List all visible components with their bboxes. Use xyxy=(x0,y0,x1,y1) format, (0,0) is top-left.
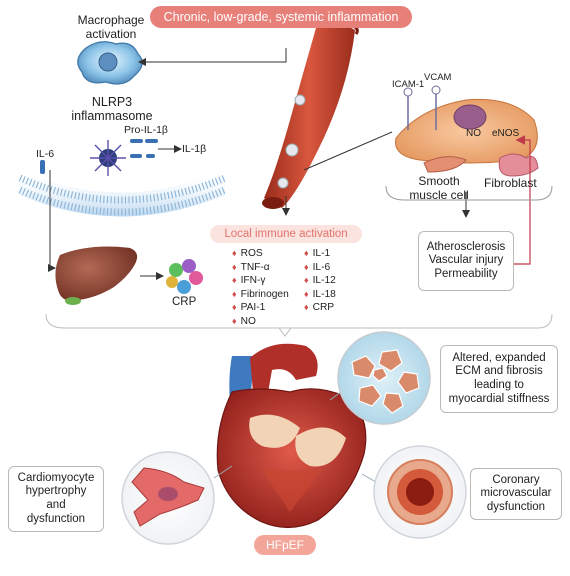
vascular-line3: Permeability xyxy=(434,267,498,280)
coronary-magnifier-illustration xyxy=(361,445,467,539)
mediator-item: NO xyxy=(232,315,289,329)
mediator-item: PAI-1 xyxy=(232,301,289,315)
ecm-line2: ECM and fibrosis xyxy=(455,365,543,378)
mediators-list-right: IL-1 IL-6 IL-12 IL-18 CRP xyxy=(304,247,336,315)
endothelial-cell-illustration xyxy=(395,85,539,177)
vascular-line1: Atherosclerosis xyxy=(426,240,506,253)
icam-label: ICAM-1 xyxy=(392,79,425,90)
cardio-line2: hypertrophy xyxy=(25,485,87,498)
enos-label: eNOS xyxy=(492,128,520,139)
smooth-muscle-cell-label: Smooth muscle cell xyxy=(402,174,476,203)
mediator-item: Fibrinogen xyxy=(232,288,289,302)
bracket-point-systemic xyxy=(278,327,292,337)
smooth-muscle-line1: Smooth xyxy=(418,174,460,188)
systemic-inflammation-title: Chronic, low-grade, systemic inflammatio… xyxy=(150,6,412,28)
smooth-muscle-line2: muscle cell xyxy=(409,187,469,202)
ecm-line3: leading to xyxy=(474,379,524,391)
vcam-label: VCAM xyxy=(424,72,452,83)
arrow-il6-to-liver xyxy=(48,170,56,272)
mediator-item: IL-12 xyxy=(304,274,336,288)
cell-membrane-illustration xyxy=(18,170,227,217)
vascular-line2: Vascular injury xyxy=(428,254,504,267)
blood-vessel-illustration xyxy=(262,20,359,209)
il6-label: IL-6 xyxy=(36,148,55,160)
inflammasome-illustration xyxy=(40,139,158,176)
no-label: NO xyxy=(466,128,481,139)
hfpef-label: HFpEF xyxy=(254,535,316,555)
cardio-line3: and xyxy=(46,499,66,511)
cardio-line4: dysfunction xyxy=(26,512,86,525)
heart-illustration xyxy=(216,343,367,529)
coronary-line3: dysfunction xyxy=(486,500,546,513)
local-immune-activation-label: Local immune activation xyxy=(210,225,362,243)
il1b-label: IL-1β xyxy=(182,143,207,155)
coronary-line2: microvascular xyxy=(480,487,552,500)
crp-molecule-illustration xyxy=(166,259,203,294)
nlrp3-inflammasome-label: NLRP3 inflammasome xyxy=(62,95,162,124)
nlrp3-label-line1: NLRP3 xyxy=(91,95,133,109)
mediator-item: IFN-γ xyxy=(232,274,289,288)
ecm-fibrosis-box: Altered, expanded ECM and fibrosis leadi… xyxy=(440,345,558,413)
mediator-item: IL-6 xyxy=(304,261,336,275)
mediator-item: CRP xyxy=(304,301,336,315)
arrow-vessel-to-endothelium xyxy=(303,131,393,171)
ecm-line1: Altered, expanded xyxy=(452,351,546,364)
cardiomyocyte-box: Cardiomyocyte hypertrophy and dysfunctio… xyxy=(8,466,104,532)
bracket-systemic xyxy=(45,313,553,329)
fibroblast-label: Fibroblast xyxy=(484,176,537,190)
liver-illustration xyxy=(55,246,138,305)
crp-label: CRP xyxy=(172,296,197,308)
coronary-dysfunction-box: Coronary microvascular dysfunction xyxy=(470,468,562,520)
cardio-line1: Cardiomyocyte xyxy=(17,471,95,484)
mediator-item: IL-1 xyxy=(304,247,336,261)
cardiomyocyte-magnifier-illustration xyxy=(121,451,233,545)
pro-il1b-label: Pro-IL-1β xyxy=(124,124,168,136)
ecm-line4: myocardial stiffness xyxy=(448,392,550,405)
coronary-line1: Coronary xyxy=(492,473,540,486)
mediator-item: ROS xyxy=(232,247,289,261)
vascular-outcomes-box: Atherosclerosis Vascular injury Permeabi… xyxy=(418,231,514,291)
mediators-list-left: ROS TNF-α IFN-γ Fibrinogen PAI-1 NO xyxy=(232,247,289,329)
mediator-item: TNF-α xyxy=(232,261,289,275)
macrophage-label-line1: Macrophage xyxy=(77,13,145,27)
macrophage-illustration xyxy=(77,41,143,85)
macrophage-activation-label: Macrophage activation xyxy=(64,13,158,42)
macrophage-label-line2: activation xyxy=(85,26,137,41)
ecm-magnifier-illustration xyxy=(329,331,431,425)
arrow-title-to-macrophage xyxy=(138,48,287,66)
mediator-item: IL-18 xyxy=(304,288,336,302)
bracket-endothelium xyxy=(385,185,553,201)
nlrp3-label-line2: inflammasome xyxy=(71,109,153,124)
